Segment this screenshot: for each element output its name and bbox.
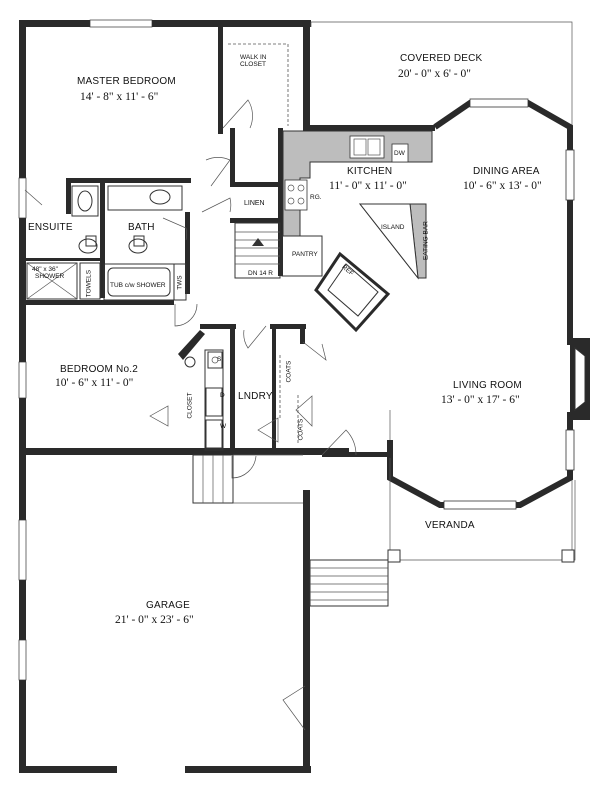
- kitchen-size: 11' - 0" x 11' - 0": [329, 180, 407, 192]
- closet-label: CLOSET: [186, 392, 194, 419]
- bedroom2-size: 10' - 6" x 11' - 0": [55, 377, 134, 389]
- kitchen-label: KITCHEN: [347, 166, 393, 177]
- shower-label: SHOWER: [35, 273, 65, 280]
- pantry-label: PANTRY: [292, 251, 318, 258]
- laundry-label: LNDRY: [238, 391, 273, 402]
- towels-label: TOWELS: [85, 269, 93, 298]
- walk-in-closet-label-1: WALK IN: [240, 54, 267, 61]
- ensuite-label: ENSUITE: [28, 222, 73, 233]
- linen-label: LINEN: [244, 200, 265, 207]
- coats-lower-label: COATS: [297, 418, 305, 441]
- dryer-label: D: [220, 392, 225, 399]
- bedroom2-label: BEDROOM No.2: [60, 364, 138, 375]
- washer-label: W: [220, 423, 227, 430]
- dining-area-size: 10' - 6" x 13' - 0": [463, 180, 542, 192]
- dining-area-label: DINING AREA: [473, 166, 540, 177]
- veranda-label: VERANDA: [425, 520, 475, 531]
- garage-label: GARAGE: [146, 600, 190, 611]
- living-room-size: 13' - 0" x 17' - 6": [441, 394, 520, 406]
- west-windows: [18, 19, 153, 681]
- shower-size: 48" x 36": [32, 266, 58, 273]
- covered-deck-size: 20' - 0" x 6' - 0": [398, 68, 471, 80]
- garage-size: 21' - 0" x 23' - 6": [115, 614, 194, 626]
- tub-label: TUB c/w SHOWER: [110, 282, 166, 289]
- covered-deck-label: COVERED DECK: [400, 53, 483, 64]
- garage-steps: [192, 454, 303, 504]
- dishwasher-label: DW: [394, 150, 405, 157]
- veranda-steps: [309, 559, 389, 607]
- living-room-label: LIVING ROOM: [453, 380, 522, 391]
- sink-label: S: [217, 356, 222, 363]
- door-swings: [24, 99, 357, 731]
- closet-shelf: [228, 43, 289, 126]
- fireplace: [570, 338, 590, 420]
- bath-fixtures: [26, 185, 187, 301]
- island-label: ISLAND: [381, 224, 405, 231]
- walk-in-closet-label-2: CLOSET: [240, 61, 267, 68]
- laundry-area: [178, 330, 299, 451]
- veranda-outline: [389, 458, 576, 561]
- range-label: RG.: [310, 194, 322, 201]
- stairs-down: [234, 222, 281, 279]
- stairs-label: DN 14 R: [248, 270, 273, 277]
- master-bedroom-label: MASTER BEDROOM: [77, 76, 176, 87]
- coats-upper-label: COATS: [285, 360, 293, 383]
- pantry-fridge: [281, 235, 391, 333]
- master-bedroom-size: 14' - 8" x 11' - 6": [80, 91, 159, 103]
- bath-label: BATH: [128, 222, 155, 233]
- octagon-walls: [387, 98, 575, 510]
- eating-bar-label: EATING BAR: [422, 221, 430, 261]
- kitchen-counters: [282, 130, 433, 280]
- tws-label: TWS: [176, 275, 184, 290]
- interior-walls: [24, 24, 306, 452]
